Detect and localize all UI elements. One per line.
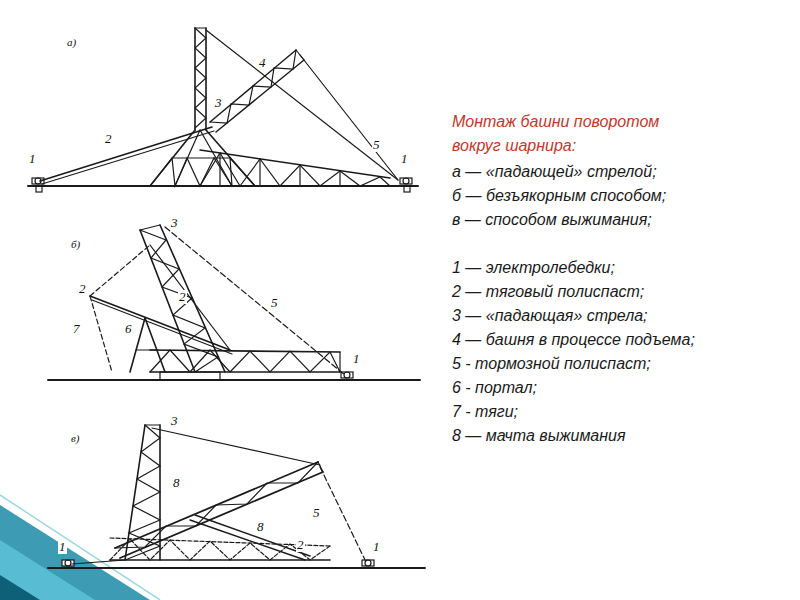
legend-line: 7 - тяги; [452,402,518,422]
legend-line: 8 — мачта выжимания [452,426,626,446]
callout-number: 6 [124,322,133,336]
callout-number: 3 [214,96,223,110]
legend-line: а — «падающей» стрелой; [452,162,657,182]
subfigure-label: б) [70,238,81,250]
callout-number: 1 [58,540,67,554]
callout-number: 5 [270,296,279,310]
callout-number: 3 [170,216,179,230]
callout-number: 5 [312,506,321,520]
callout-number: 5 [372,138,381,152]
legend-line: 5 - тормозной полиспаст; [452,354,651,374]
subfigure-label: в) [70,432,80,444]
callout-number: 4 [258,56,267,70]
callout-number: 2 [178,290,187,304]
callout-number: 1 [400,152,409,166]
legend-line: в — способом выжимания; [452,210,652,230]
legend-line: 4 — башня в процессе подъема; [452,330,695,350]
callout-number: 2 [78,282,87,296]
legend-line: 2 — тяговый полиспаст; [452,282,644,302]
callout-number: 1 [352,352,361,366]
legend-line: б — безъякорным способом; [452,186,666,206]
callout-number: 8 [172,476,181,490]
callout-number: 3 [170,414,179,428]
callout-number: 8 [256,520,265,534]
callout-number: 1 [28,152,37,166]
callout-number: 2 [296,538,305,552]
callout-number: 7 [72,322,81,336]
subfigure-label: а) [66,36,77,48]
callout-number: 2 [104,132,113,146]
diagram-title: Монтаж башни поворотом вокруг шарнира: [452,110,692,158]
legend-line: 3 — «падающая» стрела; [452,306,648,326]
callout-number: 1 [372,540,381,554]
legend-line: 6 - портал; [452,378,537,398]
legend-line: 1 — электролебедки; [452,258,615,278]
